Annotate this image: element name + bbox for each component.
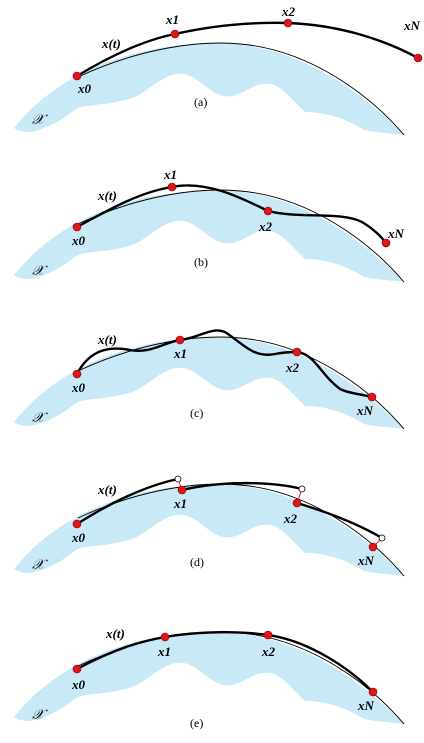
point-xN [368, 687, 378, 697]
label-trajectory: x(t) [97, 482, 117, 497]
label-xN: xN [357, 698, 375, 713]
label-x2: x2 [281, 4, 296, 19]
caption-e: (e) [190, 716, 203, 730]
panel-c: x0 x1 x2 xN x(t) 𝒳 (c) [14, 329, 405, 430]
label-x0: x0 [71, 233, 86, 248]
point-x2 [283, 18, 293, 28]
trajectory-segment-2 [180, 481, 304, 492]
label-x2: x2 [261, 644, 276, 659]
panel-a: x0 x1 x2 xN x(t) 𝒳 (a) [14, 4, 423, 136]
point-x0 [72, 664, 82, 674]
caption-c: (c) [190, 406, 203, 420]
label-xN: xN [387, 226, 405, 241]
trajectory-curve [75, 21, 420, 78]
point-x1 [177, 485, 187, 495]
point-x1 [175, 335, 185, 345]
label-x1: x1 [173, 346, 187, 361]
point-x2 [263, 630, 273, 640]
label-x2: x2 [258, 219, 273, 234]
label-x1: x1 [157, 644, 171, 659]
label-trajectory: x(t) [97, 188, 117, 203]
point-x0 [72, 369, 82, 379]
point-x1 [167, 182, 177, 192]
endpoint-open-N [378, 534, 386, 542]
label-trajectory: x(t) [97, 332, 117, 347]
panel-d: x0 x1 x2 xN x(t) 𝒳 (d) [14, 475, 405, 577]
point-x2 [292, 347, 302, 357]
trajectory-curve [75, 631, 375, 694]
point-x0 [72, 519, 82, 529]
panel-e: x0 x1 x2 xN x(t) 𝒳 (e) [14, 626, 405, 730]
point-x2 [263, 206, 273, 216]
point-x1 [160, 632, 170, 642]
caption-b: (b) [194, 255, 208, 269]
label-x1: x1 [163, 167, 177, 182]
point-x0 [72, 222, 82, 232]
endpoint-open-2 [298, 485, 306, 493]
trajectory-segment-3 [295, 501, 384, 540]
label-xN: xN [403, 18, 421, 33]
point-xN [413, 53, 423, 63]
label-set-X: 𝒳 [32, 708, 48, 723]
panel-b: x0 x1 x2 xN x(t) 𝒳 (b) [14, 167, 405, 283]
point-x2 [292, 498, 302, 508]
caption-a: (a) [194, 95, 207, 109]
label-trajectory: x(t) [101, 36, 121, 51]
label-x2: x2 [285, 360, 300, 375]
label-x2: x2 [283, 511, 298, 526]
trajectory-curve [75, 184, 388, 245]
feasible-region [14, 43, 404, 135]
point-xN [381, 238, 391, 248]
label-set-X: 𝒳 [32, 558, 48, 573]
label-set-X: 𝒳 [32, 113, 48, 128]
label-xN: xN [356, 403, 374, 418]
label-set-X: 𝒳 [32, 264, 48, 279]
endpoint-open-1 [174, 475, 182, 483]
trajectory-segment-1 [75, 477, 180, 526]
point-xN [368, 542, 378, 552]
label-x0: x0 [71, 380, 86, 395]
label-x1: x1 [165, 12, 179, 27]
label-trajectory: x(t) [105, 626, 125, 641]
point-xN [367, 392, 377, 402]
trajectory-curve [75, 329, 374, 399]
label-x0: x0 [77, 81, 92, 96]
caption-d: (d) [190, 555, 204, 569]
point-x0 [72, 71, 82, 81]
label-set-X: 𝒳 [32, 411, 48, 426]
label-x1: x1 [173, 496, 187, 511]
label-x0: x0 [71, 677, 86, 692]
label-x0: x0 [71, 530, 86, 545]
label-xN: xN [357, 553, 375, 568]
point-x1 [170, 29, 180, 39]
